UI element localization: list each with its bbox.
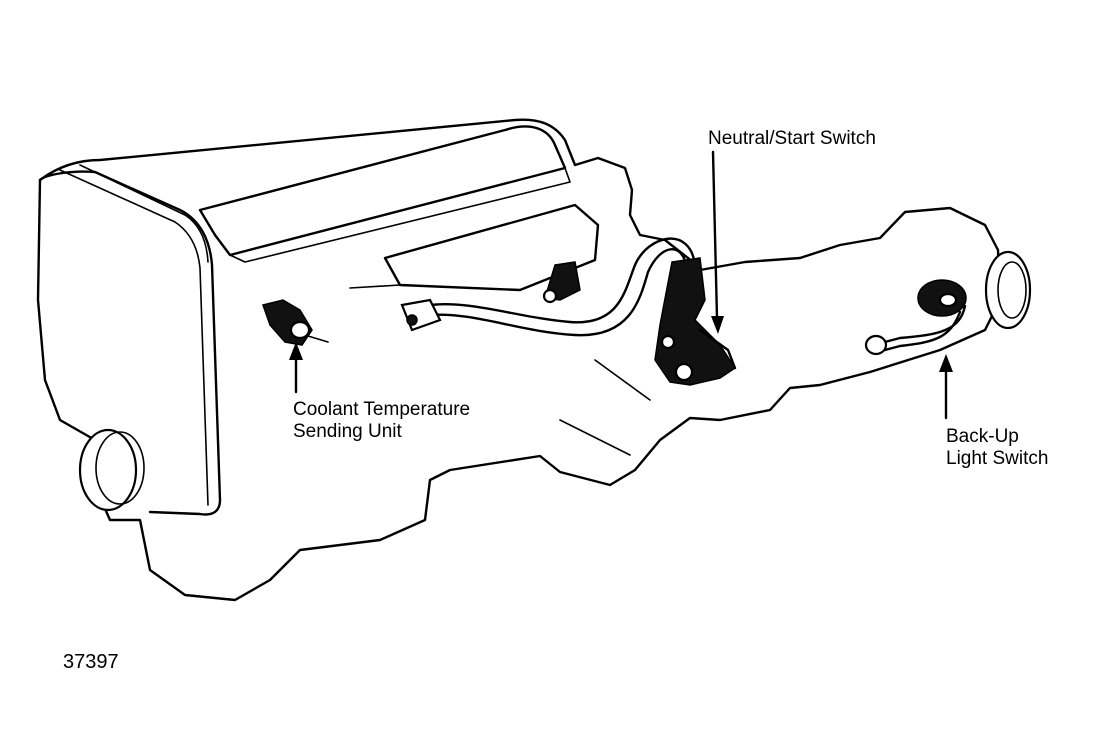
coolant-label-line1: Coolant Temperature — [293, 399, 471, 420]
coolant-sending-unit — [262, 299, 329, 346]
backup-label-line2: Light Switch — [946, 448, 1049, 469]
valve-cover-edge — [229, 167, 571, 263]
neutral-start-switch-label-text: Neutral/Start Switch — [708, 128, 876, 149]
output-flange-inner — [997, 261, 1027, 319]
balancer-rim — [95, 431, 145, 505]
harness-connector — [400, 298, 442, 332]
wiring-harness-2 — [428, 248, 689, 337]
coolant-label-line2: Sending Unit — [293, 421, 402, 442]
harmonic-balancer — [78, 428, 138, 512]
figure-number: 37397 — [63, 651, 119, 673]
backup-label-line1: Back-Up — [946, 426, 1019, 447]
valve-cover — [198, 125, 567, 257]
coolant-sending-unit-label: Coolant Temperature Sending Unit — [293, 399, 470, 443]
intake-sensor — [542, 261, 581, 304]
wiring-harness — [428, 237, 697, 324]
output-flange — [984, 250, 1032, 330]
block-front-face-inner — [59, 169, 209, 506]
neutral-start-switch — [654, 257, 737, 386]
arrow-backup — [939, 354, 953, 420]
engine-block-outline — [36, 118, 1002, 602]
backup-light-switch — [864, 279, 967, 356]
block-front-face-inner2 — [79, 164, 209, 263]
arrow-neutral-start — [711, 150, 724, 334]
block-lower-line — [559, 419, 631, 456]
intake-line — [349, 284, 401, 289]
arrow-coolant — [289, 342, 303, 394]
block-mid-line — [594, 359, 651, 401]
neutral-start-switch-label: Neutral/Start Switch — [708, 128, 876, 150]
backup-light-switch-label: Back-Up Light Switch — [946, 426, 1048, 470]
